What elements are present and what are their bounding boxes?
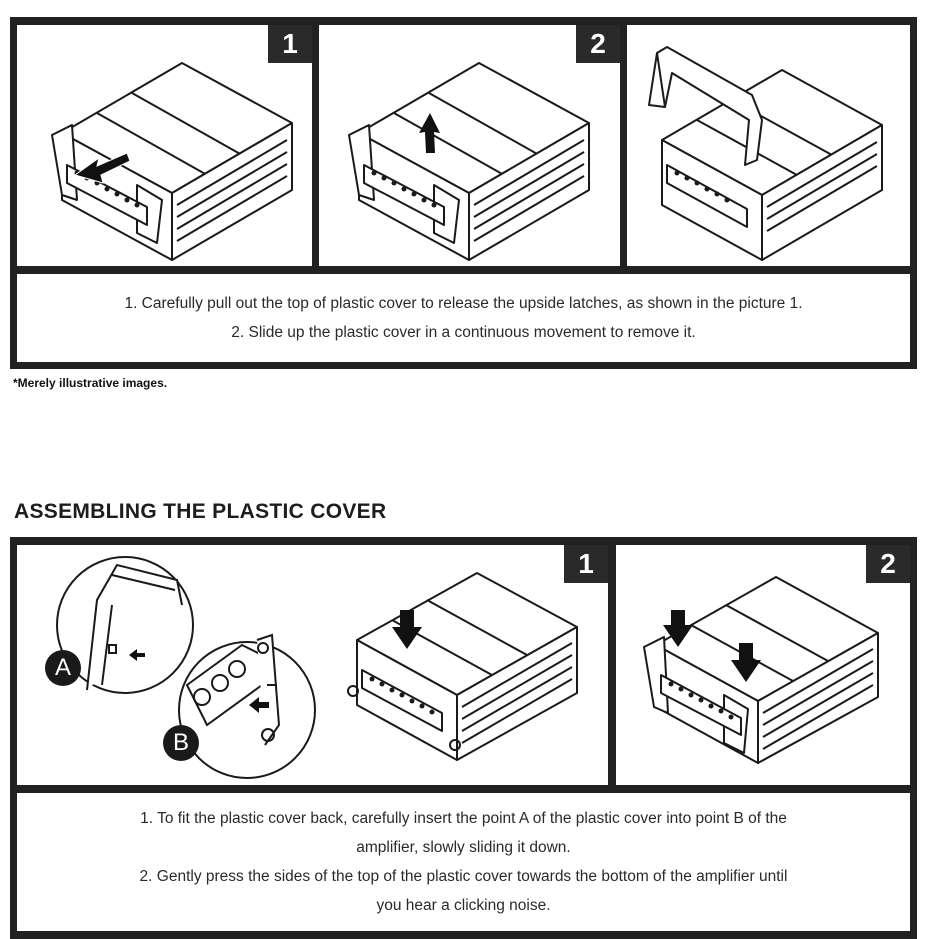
arrow-down-icon <box>663 610 693 647</box>
section-heading: ASSEMBLING THE PLASTIC COVER <box>14 500 387 523</box>
callout-a: A <box>45 650 81 686</box>
removal-step1-panel: 1 <box>17 25 312 266</box>
callout-b-label: B <box>172 729 189 756</box>
amplifier-illustration <box>348 62 590 261</box>
illustrative-note: *Merely illustrative images. <box>13 376 168 390</box>
step-badge-1: 1 <box>564 545 608 583</box>
removal-instruction-2: 2. Slide up the plastic cover in a conti… <box>231 324 696 341</box>
arrow-down-icon <box>731 643 761 682</box>
arrow-pull-icon <box>73 152 131 184</box>
removal-step2-panel: 2 <box>319 25 620 266</box>
assembling-instructions: 1. To fit the plastic cover back, carefu… <box>17 793 910 931</box>
step-badge-2: 2 <box>866 545 910 583</box>
callout-b: B <box>163 725 199 761</box>
assembling-instruction-1a: 1. To fit the plastic cover back, carefu… <box>140 810 787 827</box>
removal-step3-panel <box>627 25 910 266</box>
arrow-up-icon <box>419 113 440 153</box>
amplifier-illustration <box>648 46 883 261</box>
amplifier-illustration <box>56 556 578 779</box>
cover-handle-illustration <box>648 46 763 166</box>
step-badge-2: 2 <box>576 25 620 63</box>
assembling-instruction-2b: you hear a clicking noise. <box>376 897 551 914</box>
removal-instructions: 1. Carefully pull out the top of plastic… <box>17 274 910 362</box>
assembling-step2-panel: 2 <box>616 545 910 785</box>
arrow-down-icon <box>392 610 422 649</box>
amplifier-illustration <box>51 62 293 261</box>
assembling-instruction-2a: 2. Gently press the sides of the top of … <box>139 868 788 885</box>
removal-instruction-1: 1. Carefully pull out the top of plastic… <box>124 295 803 312</box>
assembling-step1-panel: A B 1 <box>17 545 608 785</box>
step-badge-1: 1 <box>268 25 312 63</box>
assembling-instruction-1b: amplifier, slowly sliding it down. <box>356 839 571 856</box>
amplifier-illustration <box>643 576 879 764</box>
callout-a-label: A <box>54 654 71 681</box>
